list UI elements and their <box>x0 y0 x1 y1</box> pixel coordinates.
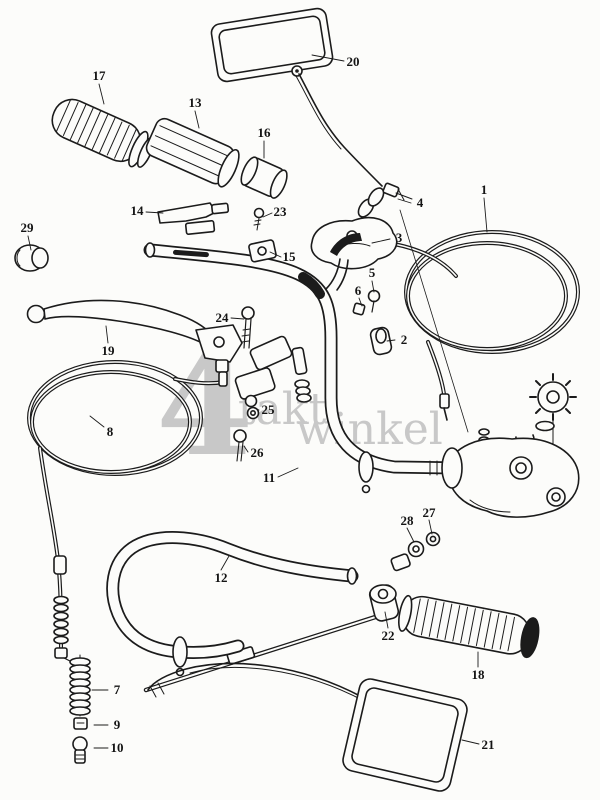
part-bolt-24 <box>241 306 255 349</box>
part-mirror-bottom <box>147 662 468 792</box>
part-mirror-top <box>210 7 383 187</box>
callout-label-18: 18 <box>471 667 485 682</box>
part-throttle-cable <box>392 230 580 421</box>
callout-label-26: 26 <box>250 445 264 460</box>
part-screw-23 <box>253 207 265 231</box>
callout-label-6: 6 <box>354 283 362 298</box>
callout-label-12: 12 <box>214 570 228 585</box>
part-handlebar-lower <box>106 531 359 677</box>
callout-label-19: 19 <box>101 343 115 358</box>
callout-label-9: 9 <box>113 717 121 732</box>
part-lever-latch <box>157 202 230 236</box>
callout-label-10: 10 <box>110 740 124 755</box>
callout-label-16: 16 <box>257 125 271 140</box>
callout-label-11: 11 <box>262 470 276 485</box>
part-bolt-26 <box>233 429 247 462</box>
part-grip-right <box>398 594 540 659</box>
part-grip-left <box>51 98 155 168</box>
part-throttle-pipe <box>368 584 400 622</box>
callout-label-14: 14 <box>130 203 144 218</box>
part-washers-25 <box>244 394 260 420</box>
callout-label-3: 3 <box>395 230 403 245</box>
callout-label-25: 25 <box>261 402 275 417</box>
callout-label-29: 29 <box>20 220 34 235</box>
callout-label-28: 28 <box>400 513 414 528</box>
callout-label-20: 20 <box>346 54 360 69</box>
part-clutch-cable <box>27 360 226 764</box>
leader-lines <box>27 54 488 749</box>
callout-label-24: 24 <box>215 310 229 325</box>
callout-label-8: 8 <box>106 424 114 439</box>
part-bar-holder <box>441 373 580 518</box>
part-clamp-15 <box>248 239 277 263</box>
part-handlebar-upper <box>143 242 465 494</box>
part-boot-29 <box>14 244 49 272</box>
part-grommet-2 <box>369 326 393 356</box>
callout-label-17: 17 <box>92 68 106 83</box>
part-cable-rod <box>143 610 391 698</box>
part-throttle-sleeve <box>145 117 240 188</box>
callout-label-1: 1 <box>480 182 488 197</box>
callout-label-13: 13 <box>188 95 202 110</box>
callout-label-5: 5 <box>368 265 376 280</box>
part-lever-bracket <box>234 335 312 403</box>
part-collar <box>240 156 288 199</box>
callout-label-21: 21 <box>481 737 495 752</box>
callout-label-22: 22 <box>381 628 395 643</box>
callout-label-27: 27 <box>422 505 436 520</box>
part-clutch-lever <box>26 299 243 387</box>
callout-label-7: 7 <box>113 682 121 697</box>
callout-label-23: 23 <box>273 204 287 219</box>
callout-label-15: 15 <box>282 249 296 264</box>
part-throttle-housing <box>310 216 398 291</box>
callout-label-2: 2 <box>400 332 408 347</box>
callout-label-4: 4 <box>416 195 424 210</box>
part-washers-27-28 <box>390 531 441 572</box>
part-joint-bolt-4 <box>357 182 469 433</box>
